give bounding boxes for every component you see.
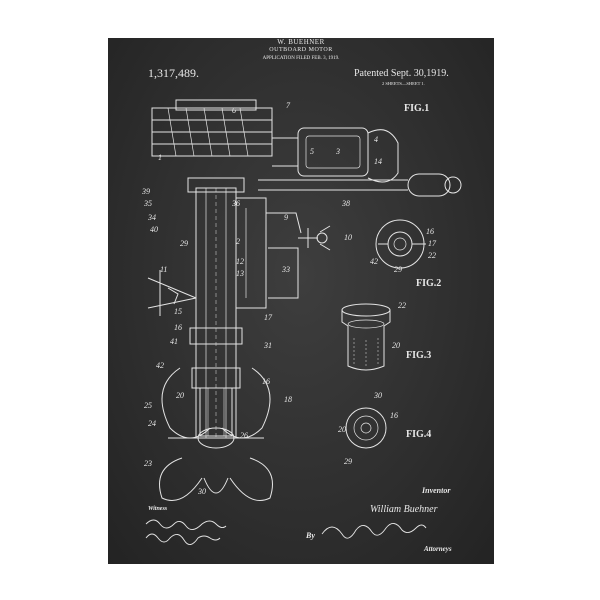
header-application: APPLICATION FILED FEB. 3, 1919.	[262, 56, 340, 61]
ref-fig4-17: 16	[390, 411, 398, 420]
ref-17: 16	[262, 377, 270, 386]
ref-14: 14	[374, 157, 382, 166]
witness-label: Witness	[148, 506, 168, 512]
fig4-drawing	[345, 407, 387, 449]
ref-38: 38	[341, 199, 350, 208]
fig2-label: FIG.2	[416, 278, 442, 289]
ref-35: 35	[143, 199, 152, 208]
patent-date: Patented Sept. 30,1919.	[354, 68, 449, 79]
ref-4: 4	[374, 135, 378, 144]
propeller	[159, 367, 273, 501]
ref-3: 3	[335, 147, 340, 156]
inventor-label: Inventor	[422, 486, 451, 495]
ref-29: 29	[180, 239, 188, 248]
ref-27: 26	[240, 431, 248, 440]
ref-31: 31	[263, 341, 272, 350]
ref-fig3-22: 22	[398, 301, 406, 310]
fig4-label: FIG.4	[406, 429, 432, 440]
ref-11: 11	[160, 265, 167, 274]
ref-18: 17	[264, 313, 273, 322]
by-label: By	[306, 531, 315, 540]
header-inventor-name: W. BUEHNER	[277, 38, 325, 46]
ref-39: 39	[141, 187, 150, 196]
ref-12: 12	[236, 257, 244, 266]
sheets-label: 2 SHEETS—SHEET 1.	[382, 81, 425, 86]
ref-6: 6	[232, 106, 236, 115]
fig1-label: FIG.1	[404, 103, 430, 114]
clamp-screw	[298, 225, 331, 251]
ref-1: 1	[158, 153, 162, 162]
patent-number: 1,317,489.	[148, 66, 199, 80]
ref-40: 40	[150, 225, 158, 234]
tiller-handle	[258, 173, 462, 197]
ref-fig2-18: 17	[428, 239, 437, 248]
ref-24: 23	[144, 459, 152, 468]
ref-13: 13	[236, 269, 244, 278]
ref-7: 7	[286, 101, 291, 110]
ref-5: 5	[310, 147, 314, 156]
ref-fig2-42: 42	[370, 257, 378, 266]
patent-drawing: 6 7 3 5 4 14 1 39 35 34 40 29 36 38 9 10…	[141, 99, 462, 545]
header-title: OUTBOARD MOTOR	[269, 47, 333, 53]
ref-25: 24	[148, 419, 156, 428]
ref-42: 42	[156, 361, 164, 370]
rudder-bracket	[147, 270, 197, 316]
ref-fig2-17: 16	[426, 227, 434, 236]
ref-fig3-21: 20	[392, 341, 400, 350]
ref-fig4-30: 30	[373, 391, 382, 400]
fig2-drawing	[375, 219, 426, 269]
ref-fig4-29: 29	[344, 457, 352, 466]
ref-fig2-22: 22	[428, 251, 436, 260]
fig3-label: FIG.3	[406, 350, 432, 361]
ref-34: 34	[147, 213, 156, 222]
ref-21: 20	[176, 391, 184, 400]
ref-30: 30	[197, 487, 206, 496]
clamp-bracket	[236, 197, 302, 309]
ref-10: 10	[344, 233, 352, 242]
fig3-drawing	[341, 303, 391, 371]
ref-2: 2	[236, 237, 240, 246]
ref-fig2-29: 29	[394, 265, 402, 274]
ref-fig4-21: 20	[338, 425, 346, 434]
patent-poster: 6 7 3 5 4 14 1 39 35 34 40 29 36 38 9 10…	[108, 38, 494, 564]
witness-signatures	[145, 519, 227, 545]
shaft-housing	[187, 177, 245, 439]
ref-numerals: 6 7 3 5 4 14 1 39 35 34 40 29 36 38 9 10…	[141, 101, 437, 496]
attorneys-label: Attorneys	[424, 545, 452, 553]
ref-9: 9	[284, 213, 288, 222]
ref-36: 36	[231, 199, 240, 208]
inventor-signature: William Buehner	[370, 504, 438, 515]
lower-unit	[199, 387, 233, 437]
ref-16: 16	[174, 323, 182, 332]
ref-33: 33	[281, 265, 290, 274]
engine-block	[151, 99, 273, 157]
ref-26: 25	[144, 401, 152, 410]
cylinder-assembly	[272, 127, 399, 183]
ref-15: 15	[174, 307, 182, 316]
ref-41: 41	[170, 337, 178, 346]
ref-20: 18	[284, 395, 292, 404]
attorney-signature	[321, 523, 427, 539]
